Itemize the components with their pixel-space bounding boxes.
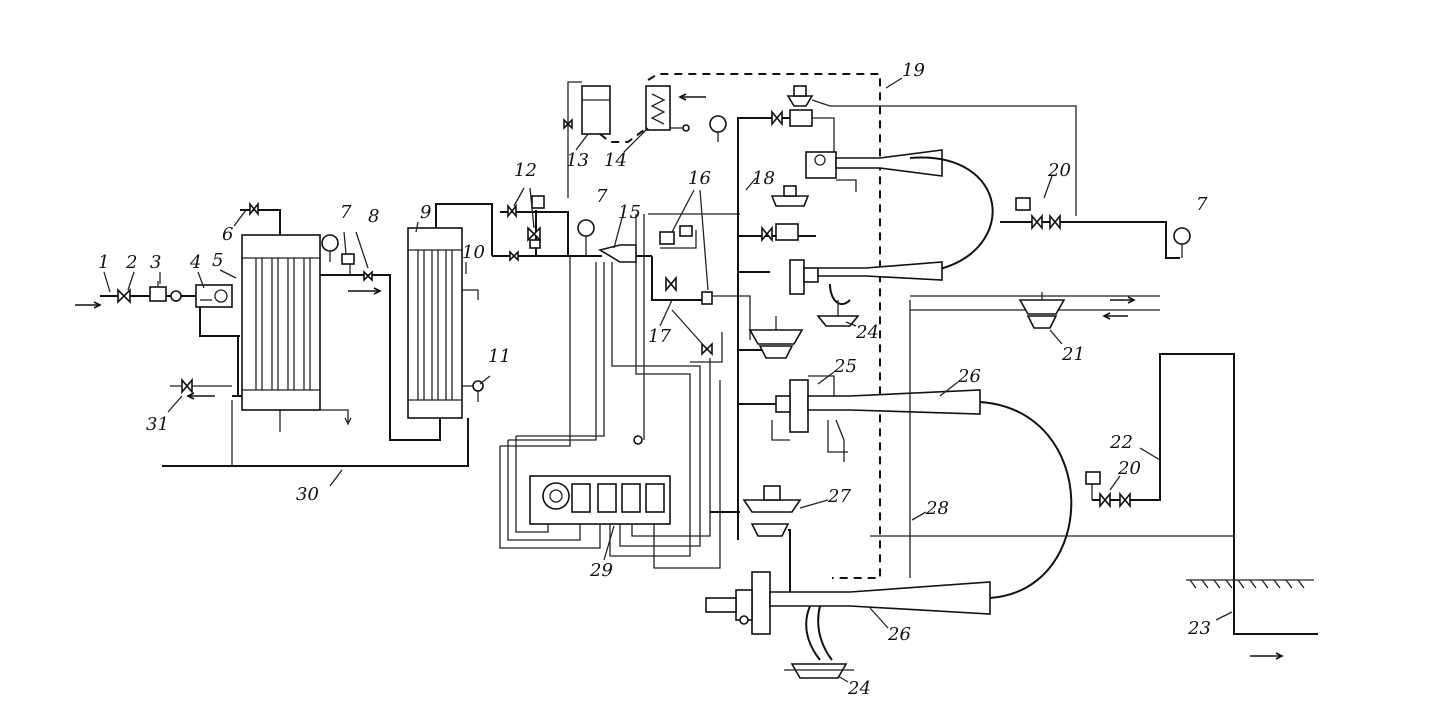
pressure-gauge-7a (321, 234, 339, 262)
pressure-gauge-7b (577, 219, 595, 256)
label-7a: 7 (340, 202, 352, 223)
label-7b: 7 (596, 186, 608, 207)
label-20a: 20 (1047, 160, 1071, 181)
drain-11 (462, 380, 484, 402)
label-3: 3 (150, 252, 161, 273)
pressure-gauge-7c (1173, 227, 1191, 258)
heater-14 (645, 85, 706, 132)
control-16-17 (648, 213, 751, 363)
label-20b: 20 (1117, 458, 1141, 479)
heater-box-4 (195, 284, 240, 337)
label-6: 6 (222, 224, 233, 245)
label-17: 17 (648, 326, 671, 347)
regulator-19 (771, 85, 1077, 216)
vent-valve-6 (240, 201, 281, 235)
number-labels: 1 2 3 4 5 6 7 8 9 10 11 12 13 14 15 16 1… (98, 60, 1211, 699)
control-panel-29 (499, 214, 721, 569)
leader-lines (103, 77, 1233, 683)
label-13: 13 (566, 150, 589, 171)
ground-23 (1186, 579, 1314, 589)
heat-exchanger-5 (231, 234, 321, 432)
regulator-21-diaphragm (748, 316, 804, 359)
regulator-20a (761, 185, 810, 243)
label-1: 1 (98, 252, 109, 273)
drain-5 (320, 409, 352, 426)
label-29: 29 (589, 560, 613, 581)
label-11: 11 (488, 346, 511, 367)
label-24b: 24 (847, 678, 871, 699)
label-28: 28 (925, 498, 949, 519)
label-5: 5 (212, 250, 223, 271)
regulator-27 (710, 485, 802, 592)
label-21: 21 (1061, 344, 1085, 365)
label-7c: 7 (1196, 194, 1208, 215)
label-18: 18 (752, 168, 775, 189)
ejector-lower (705, 571, 991, 661)
regulator-20-lower (1085, 471, 1131, 509)
label-26b: 26 (887, 624, 911, 645)
label-31: 31 (146, 414, 169, 435)
label-14: 14 (604, 150, 627, 171)
meter-4 (170, 290, 182, 302)
regulators-12 (507, 195, 545, 262)
label-23: 23 (1187, 618, 1211, 639)
dashed-line-19 (599, 73, 881, 579)
label-9: 9 (420, 202, 431, 223)
label-27: 27 (827, 486, 851, 507)
label-19: 19 (902, 60, 925, 81)
label-25: 25 (833, 356, 857, 377)
label-24a: 24 (855, 322, 879, 343)
filter-3 (149, 281, 167, 302)
condensate-tank-13 (563, 81, 611, 198)
label-10: 10 (462, 242, 485, 263)
label-4: 4 (189, 252, 201, 273)
drain-10 (462, 289, 479, 300)
valve-31 (170, 377, 232, 400)
return-line-30 (162, 418, 469, 467)
ejector-middle (789, 259, 943, 305)
burner-24b (784, 663, 854, 679)
safety-valves-8 (320, 253, 391, 295)
label-22: 22 (1109, 432, 1133, 453)
label-12: 12 (514, 160, 537, 181)
heat-exchanger-9 (389, 203, 493, 441)
label-30: 30 (296, 484, 319, 505)
label-16: 16 (688, 168, 711, 189)
regulator-20-upper (1015, 197, 1061, 231)
burner-24a (816, 300, 860, 327)
ejector-25-26 (744, 375, 1073, 599)
label-26a: 26 (957, 366, 981, 387)
label-2: 2 (125, 252, 137, 273)
regulator-21 (1018, 292, 1066, 329)
ejector-upper (805, 149, 994, 271)
valve-2 (117, 288, 131, 304)
label-15: 15 (618, 202, 641, 223)
label-8: 8 (368, 206, 379, 227)
